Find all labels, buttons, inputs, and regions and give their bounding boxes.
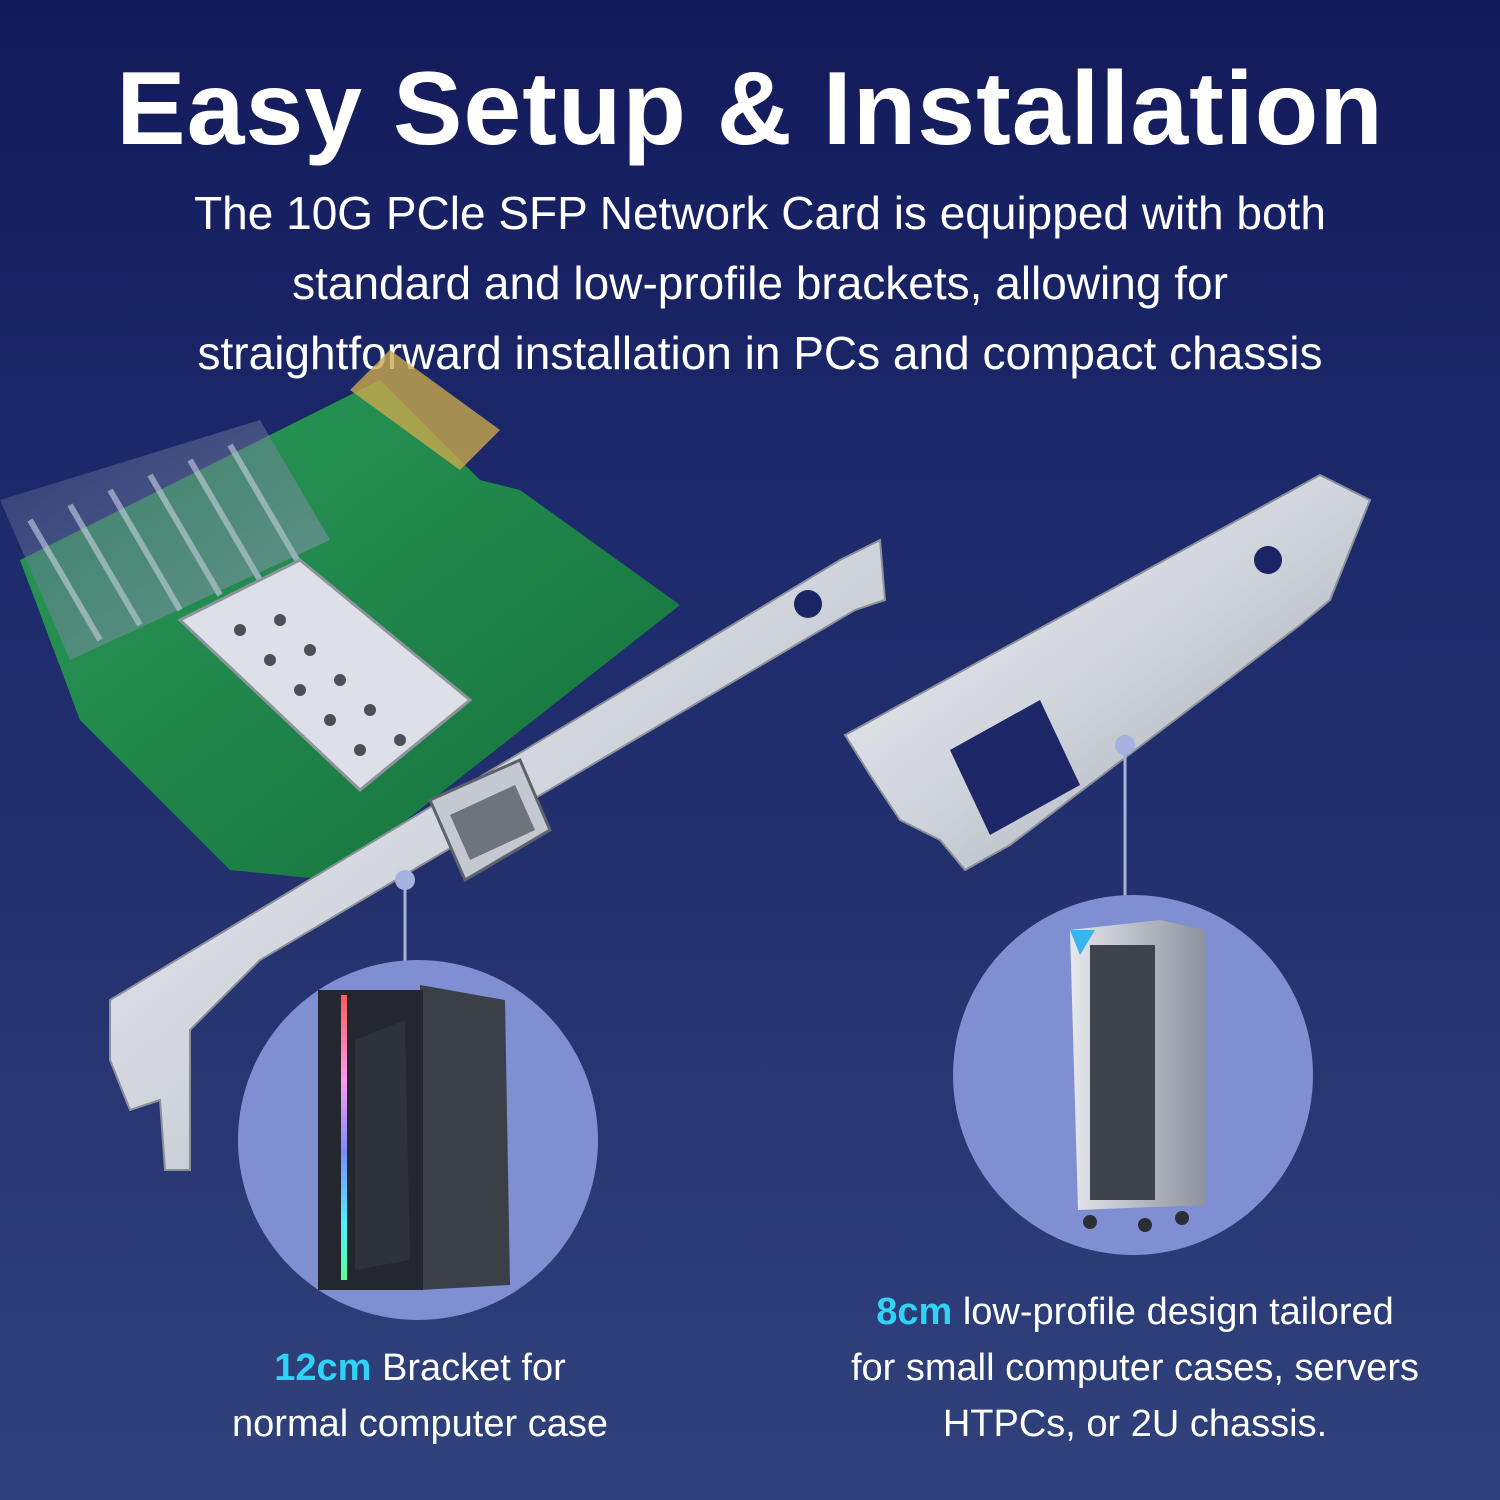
subtext-line-2: standard and low-profile brackets, allow… (292, 257, 1228, 309)
bracket-hole-lp (1254, 546, 1282, 574)
connector-dot-left (395, 870, 415, 890)
server-vent-panel (1090, 945, 1155, 1200)
left-caption-line1: Bracket for (371, 1347, 566, 1389)
pc-case-circle (238, 960, 598, 1320)
connector-dot-right (1115, 735, 1135, 755)
mini-server-circle (953, 895, 1313, 1255)
subtext-line-1: The 10G PCle SFP Network Card is equippe… (194, 187, 1326, 239)
port-cutout (950, 700, 1080, 835)
bracket-hole (794, 590, 822, 618)
heatsink (0, 420, 330, 660)
right-caption-highlight: 8cm (876, 1291, 953, 1333)
right-caption: 8cm low-profile design tailored for smal… (800, 1284, 1470, 1452)
low-profile-bracket (843, 473, 1372, 872)
left-caption: 12cm Bracket for normal computer case (160, 1340, 680, 1452)
pcie-connector (350, 350, 500, 470)
headline: Easy Setup & Installation (116, 51, 1384, 167)
network-card (0, 350, 680, 880)
rgb-strip (341, 995, 347, 1280)
left-caption-highlight: 12cm (274, 1347, 372, 1389)
right-caption-line3: HTPCs, or 2U chassis. (942, 1403, 1328, 1445)
left-caption-line2: normal computer case (232, 1403, 608, 1445)
sfp-port (428, 758, 552, 883)
standard-bracket (109, 538, 887, 1171)
pc-case-side (420, 985, 510, 1290)
sfp-cage (177, 558, 473, 792)
right-caption-line2: for small computer cases, servers (850, 1347, 1420, 1389)
right-caption-line1: low-profile design tailored (952, 1291, 1394, 1333)
